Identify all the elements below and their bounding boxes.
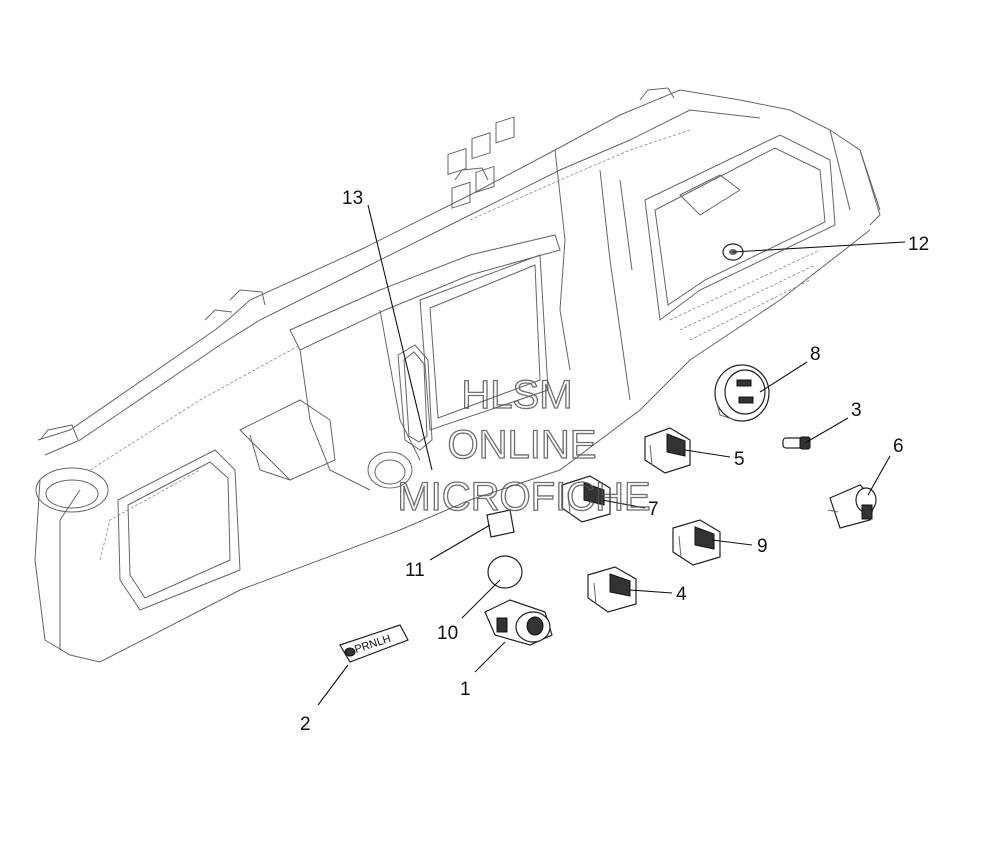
dashboard-panel <box>34 87 881 663</box>
callout-3: 3 <box>851 400 862 421</box>
callout-10: 10 <box>437 623 458 644</box>
watermark: HLSM ONLINE MICROFICHE <box>397 372 652 519</box>
callout-12: 12 <box>908 234 929 255</box>
callout-8: 8 <box>810 344 821 365</box>
watermark-line-1: HLSM <box>461 373 572 417</box>
part-8-usb-outlet <box>714 364 770 422</box>
callout-2: 2 <box>300 714 311 735</box>
part-10-cap <box>487 555 523 589</box>
callout-labels: 13 12 8 3 6 5 7 9 4 11 10 1 2 <box>300 188 929 735</box>
part-6-power-outlet <box>827 484 877 529</box>
watermark-line-2: ONLINE <box>448 423 597 467</box>
callout-13: 13 <box>342 188 363 209</box>
callout-4: 4 <box>676 584 687 605</box>
part-2-gear-badge: PRNLH <box>339 624 409 663</box>
part-7-rocker-switch <box>561 475 611 523</box>
part-11-decal <box>486 509 515 538</box>
part-5-rocker-switch <box>644 427 691 474</box>
callout-5: 5 <box>734 449 745 470</box>
callout-1: 1 <box>460 679 471 700</box>
callout-9: 9 <box>757 536 768 557</box>
part-9-rocker-switch <box>672 519 721 566</box>
part-4-rocker-switch <box>587 566 637 613</box>
callout-11: 11 <box>405 560 425 581</box>
watermark-line-3: MICROFICHE <box>397 475 650 519</box>
part-1-key-switch <box>484 599 553 646</box>
callout-6: 6 <box>893 436 904 457</box>
callout-7: 7 <box>648 499 659 520</box>
leader-lines <box>317 204 906 706</box>
